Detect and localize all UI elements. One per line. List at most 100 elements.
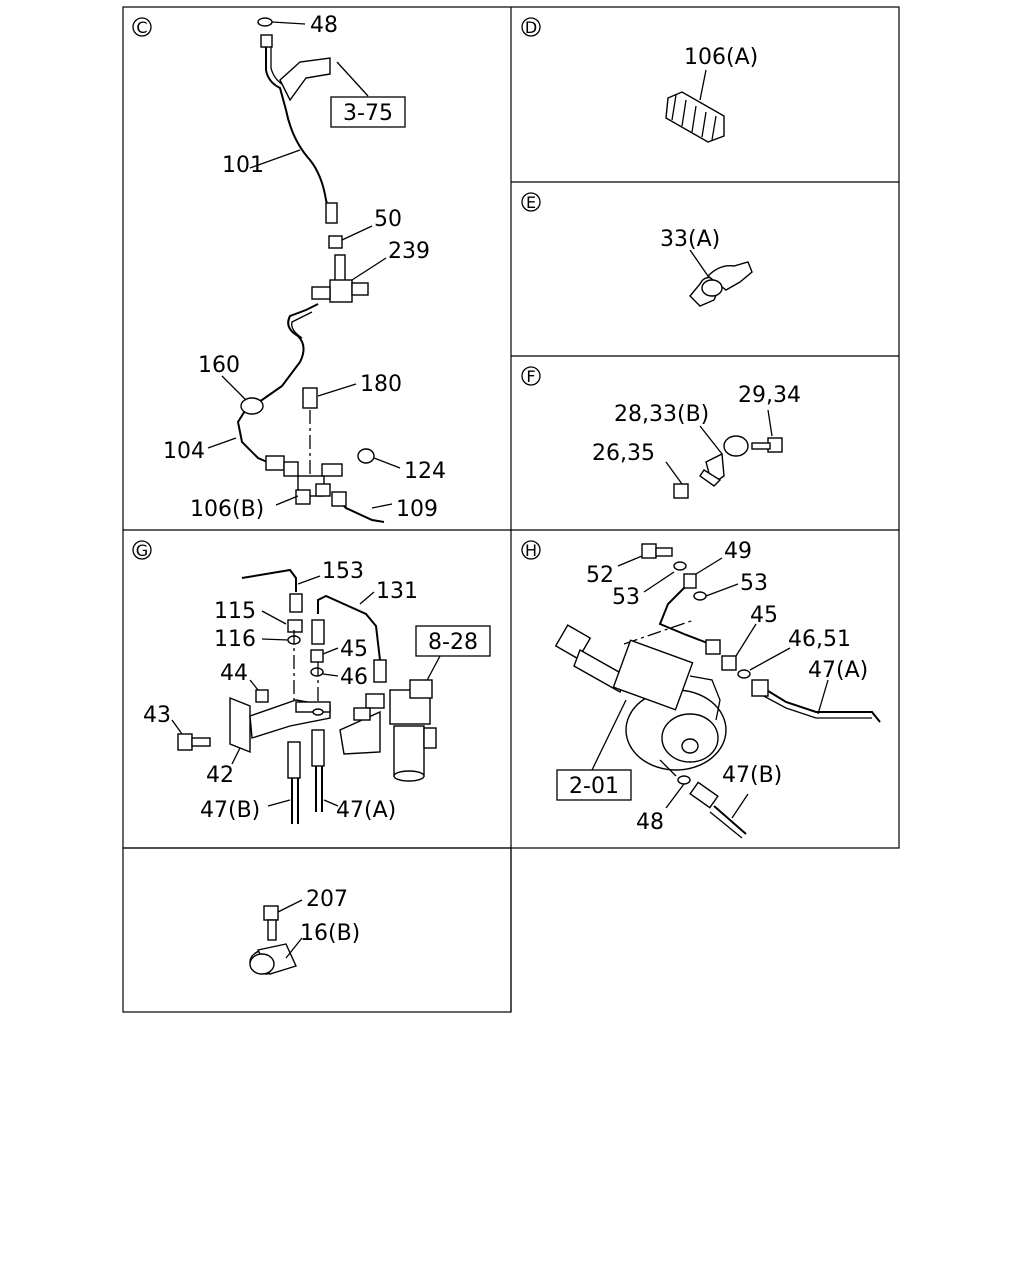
panel-d: D 106(A): [521, 17, 758, 143]
label-106b: 106(B): [190, 497, 264, 522]
label-53a: 53: [612, 585, 640, 610]
label-48: 48: [310, 13, 338, 38]
label-47a-h: 47(A): [808, 658, 868, 683]
label-101: 101: [222, 153, 264, 178]
nut-45h: [721, 655, 737, 671]
nut-26: [673, 483, 689, 499]
washer-46h: [737, 669, 751, 679]
panel-d-marker: D: [521, 17, 541, 37]
label-16b: 16(B): [300, 921, 360, 946]
ref-8-28: 8-28: [428, 630, 478, 655]
label-45h: 45: [750, 603, 778, 628]
panel-i: 207 16(B): [249, 887, 360, 975]
nut-115: [287, 619, 303, 633]
label-44: 44: [220, 661, 248, 686]
panel-d-letter: D: [525, 18, 537, 37]
label-239: 239: [388, 239, 430, 264]
clamp-16b: [249, 943, 297, 975]
pipe-104: [236, 303, 319, 465]
ref-box-8-28: [415, 625, 491, 657]
tee-239: [311, 254, 369, 303]
bolt-43: [177, 733, 211, 751]
label-47a: 47(A): [336, 798, 396, 823]
panel-e-letter: E: [526, 193, 536, 212]
label-180: 180: [360, 372, 402, 397]
panel-c-marker: C: [132, 17, 152, 37]
solenoid-valve: [339, 679, 437, 782]
bolt-207: [263, 905, 279, 941]
label-45: 45: [340, 637, 368, 662]
label-207: 207: [306, 887, 348, 912]
panel-g-marker: G: [132, 540, 152, 560]
bolt-52: [641, 543, 673, 559]
panel-f-marker: F: [521, 366, 541, 386]
nut-45: [310, 649, 324, 663]
pipe-47b-h: [689, 781, 747, 839]
bracket: [279, 57, 331, 102]
panel-c: C 48 3-75 101 50 239: [132, 13, 446, 523]
label-33a: 33(A): [660, 227, 720, 252]
panel-h-marker: H: [521, 540, 541, 560]
panel-e: E 33(A): [521, 192, 753, 307]
pipes-47: [287, 729, 325, 824]
label-47b-h: 47(B): [722, 763, 782, 788]
washer-48h: [677, 775, 691, 785]
label-43: 43: [143, 703, 171, 728]
label-26-35: 26,35: [592, 441, 655, 466]
washer-53b: [693, 591, 707, 601]
panel-c-letter: C: [136, 18, 147, 37]
ref-3-75: 3-75: [343, 101, 393, 126]
label-42: 42: [206, 763, 234, 788]
label-46: 46: [340, 665, 368, 690]
label-106a: 106(A): [684, 45, 758, 70]
label-48h: 48: [636, 810, 664, 835]
label-115: 115: [214, 599, 256, 624]
nut-50: [328, 235, 343, 249]
label-153: 153: [322, 559, 364, 584]
panel-f: F 29,34 28,33(B) 26,35: [521, 366, 801, 499]
pipe-49: [658, 583, 711, 645]
label-131: 131: [376, 579, 418, 604]
label-29-34: 29,34: [738, 383, 801, 408]
label-124: 124: [404, 459, 446, 484]
vacuum-pump: [554, 624, 727, 771]
label-49: 49: [724, 539, 752, 564]
label-47b: 47(B): [200, 798, 260, 823]
label-116: 116: [214, 627, 256, 652]
label-46-51: 46,51: [788, 627, 851, 652]
bracket-42: [229, 696, 331, 754]
label-50: 50: [374, 207, 402, 232]
panel-h-letter: H: [525, 541, 537, 560]
label-53b: 53: [740, 571, 768, 596]
bracket-28: [699, 435, 749, 487]
washer-46: [310, 667, 324, 677]
ref-box-2-01: [556, 769, 632, 801]
grommet-160: [240, 397, 264, 415]
label-104: 104: [163, 439, 205, 464]
panel-frames: [122, 6, 900, 1013]
plug-180: [302, 387, 318, 409]
label-28-33b: 28,33(B): [614, 402, 709, 427]
panel-h: H 52 53 49 53 45 46,51 47(A): [521, 539, 881, 839]
clip-33a: [689, 261, 753, 307]
pipe-47a-h: [759, 685, 881, 723]
panel-e-marker: E: [521, 192, 541, 212]
connector-106a: [665, 91, 725, 143]
ref-2-01: 2-01: [569, 774, 619, 799]
pipe-101: [265, 42, 331, 216]
ref-box-3-75: [330, 96, 406, 128]
label-160: 160: [198, 353, 240, 378]
washer-53a: [673, 561, 687, 571]
cross-106b: [283, 461, 343, 505]
pipe-153: [241, 568, 297, 592]
pipe-131: [317, 594, 381, 661]
label-109: 109: [396, 497, 438, 522]
nut-44: [255, 689, 269, 703]
nut-124: [357, 448, 375, 464]
bolt-29: [751, 437, 783, 453]
label-52: 52: [586, 563, 614, 588]
panel-g: G 153 131 115 116 45 46 8-28: [132, 540, 491, 824]
washer-48: [257, 17, 273, 27]
panel-f-letter: F: [526, 367, 535, 386]
